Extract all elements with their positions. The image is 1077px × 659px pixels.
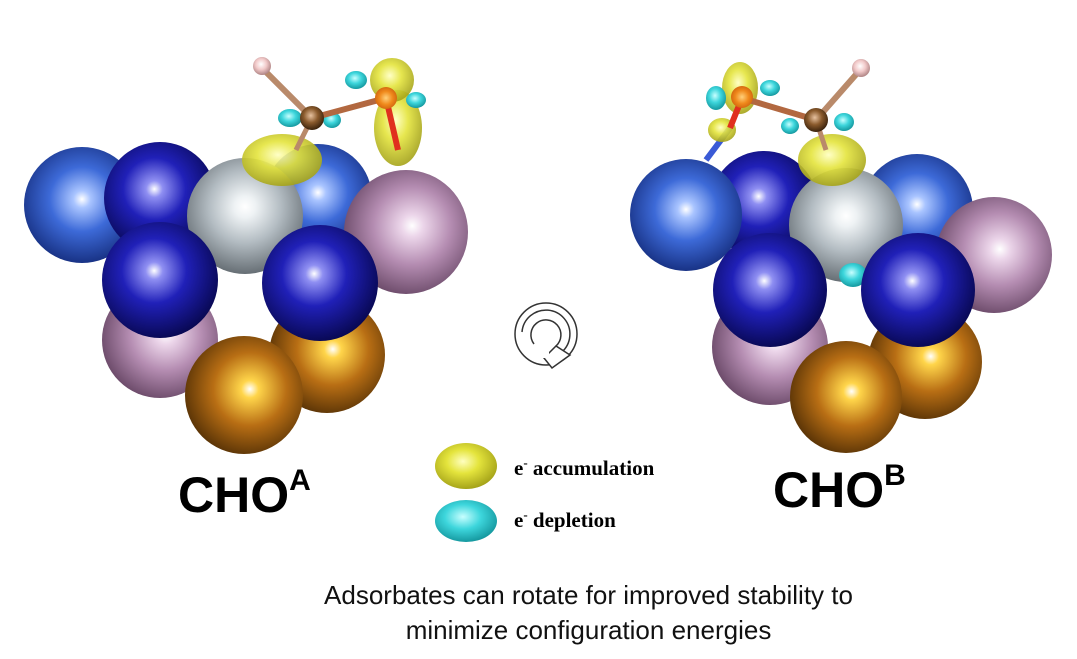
atom-mauve <box>344 170 468 294</box>
structure-label-a-main: CHO <box>178 467 290 523</box>
depletion-lobe <box>406 92 426 108</box>
legend-depletion-sup: - <box>523 507 528 522</box>
atom-oxygen <box>731 86 753 108</box>
atom-navy <box>861 233 975 347</box>
accumulation-swatch <box>435 443 497 489</box>
legend-depletion-text: depletion <box>527 508 616 532</box>
atom-copper <box>790 341 902 453</box>
atom-carbon <box>804 108 828 132</box>
structure-label-b-sup: B <box>884 459 906 492</box>
atom-hydrogen <box>852 59 870 77</box>
legend-accumulation-sup: - <box>523 455 528 470</box>
legend-accumulation-prefix: e <box>514 456 524 480</box>
atom-navy <box>102 222 218 338</box>
structure-label-a: CHOA <box>178 466 311 523</box>
legend-accumulation-label: e- accumulation <box>514 455 655 480</box>
structure-label-b-main: CHO <box>773 462 885 518</box>
depletion-lobe <box>706 86 726 110</box>
atom-oxygen <box>375 87 397 109</box>
depletion-lobe <box>781 118 799 134</box>
accumulation-lobe <box>242 134 322 186</box>
structure-label-b: CHOB <box>773 461 906 518</box>
cho-a-structure <box>24 57 468 454</box>
legend-depletion-prefix: e <box>514 508 524 532</box>
atom-navy <box>713 233 827 347</box>
atom-hydrogen <box>253 57 271 75</box>
caption: Adsorbates can rotate for improved stabi… <box>0 578 1077 648</box>
depletion-swatch <box>435 500 497 542</box>
caption-line-1: Adsorbates can rotate for improved stabi… <box>324 580 853 610</box>
atom-carbon <box>300 106 324 130</box>
depletion-lobe <box>834 113 854 131</box>
accumulation-lobe <box>798 134 866 186</box>
atom-copper <box>185 336 303 454</box>
depletion-lobe <box>839 263 867 287</box>
cho-b-structure <box>630 59 1052 453</box>
caption-line-2: minimize configuration energies <box>405 615 772 645</box>
atom-blue <box>630 159 742 271</box>
depletion-lobe <box>760 80 780 96</box>
atom-navy <box>262 225 378 341</box>
depletion-lobe <box>278 109 302 127</box>
structure-label-a-sup: A <box>289 464 311 497</box>
rotate-arrow-icon <box>514 302 578 370</box>
depletion-lobe <box>345 71 367 89</box>
atom-silver <box>187 158 303 274</box>
legend-depletion-label: e- depletion <box>514 507 616 532</box>
legend-accumulation-text: accumulation <box>527 456 655 480</box>
